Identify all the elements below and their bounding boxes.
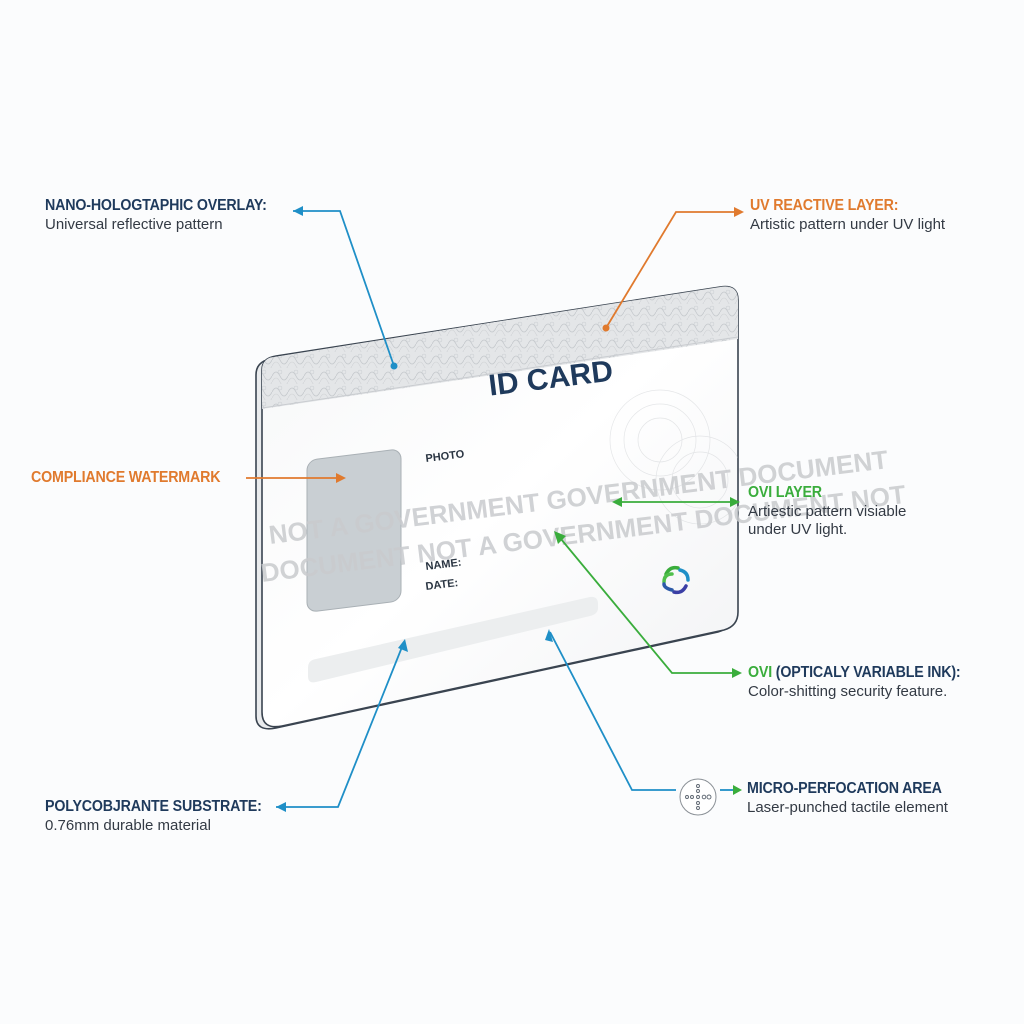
holographic-band — [262, 286, 738, 410]
callout-compliance-watermark: COMPLIANCE WATERMARK — [31, 469, 237, 488]
callout-ovi-ink: OVI (OPTICALY VARIABLE INK): Color-shitt… — [748, 664, 979, 701]
callout-title: COMPLIANCE WATERMARK — [31, 469, 221, 486]
photo-label: PHOTO — [425, 448, 466, 465]
callout-desc-line-1: Artiestic pattern visiable — [748, 502, 907, 520]
card-face — [261, 285, 739, 728]
callout-title: POLYCOBJRANTE SUBSTRATE: — [45, 798, 262, 815]
callout-uv-reactive: UV REACTIVE LAYER: Artistic pattern unde… — [750, 197, 945, 234]
callout-ovi-layer: OVI LAYER Artiestic pattern visiable und… — [748, 484, 906, 539]
callout-title: UV REACTIVE LAYER: — [750, 197, 899, 214]
callout-desc: Artistic pattern under UV light — [750, 215, 946, 233]
callout-desc-line-2: under UV light. — [748, 520, 848, 538]
callout-desc: Universal reflective pattern — [45, 215, 223, 233]
ovi-ink-leader-line — [555, 532, 736, 674]
micro-perforation-icon — [679, 778, 717, 816]
micro-leader-line — [549, 631, 676, 791]
callout-desc: Laser-punched tactile element — [747, 798, 948, 816]
callout-title: OVI (OPTICALY VARIABLE INK): — [748, 664, 961, 683]
photo-placeholder — [306, 449, 402, 612]
nano-leader-line — [293, 210, 395, 367]
signature-strip — [308, 596, 598, 683]
substrate-leader-line — [276, 641, 405, 808]
callout-title-prefix: OVI — [748, 664, 773, 681]
callout-micro-perforation: MICRO-PERFOCATION AREA Laser-punched tac… — [747, 780, 959, 817]
callout-substrate: POLYCOBJRANTE SUBSTRATE: 0.76mm durable … — [45, 798, 280, 835]
callout-title: OVI LAYER — [748, 484, 822, 501]
callout-nano-holographic: NANO-HOLOGTAPHIC OVERLAY: Universal refl… — [45, 197, 286, 234]
callout-desc: Color-shitting security feature. — [748, 682, 948, 700]
callout-desc: 0.76mm durable material — [45, 816, 211, 834]
date-label: DATE: — [425, 577, 459, 593]
ovi-logo-icon — [662, 565, 690, 595]
uv-leader-line — [605, 211, 742, 329]
name-label: NAME: — [425, 557, 462, 573]
callout-title: NANO-HOLOGTAPHIC OVERLAY: — [45, 197, 267, 214]
callout-title-rest: (OPTICALY VARIABLE INK): — [772, 664, 961, 681]
callout-title: MICRO-PERFOCATION AREA — [747, 780, 942, 797]
